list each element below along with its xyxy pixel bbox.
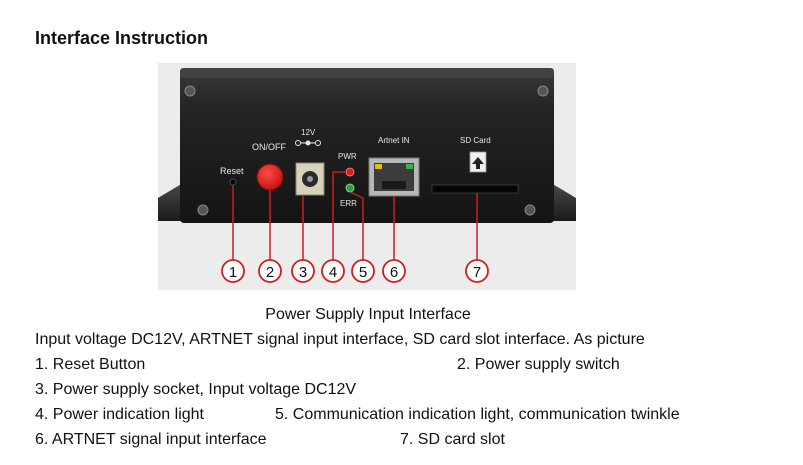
callout-3: 3 [291,259,315,283]
twelve-v-label: 12V [301,128,316,137]
svg-text:7: 7 [473,264,481,281]
svg-text:5: 5 [359,264,367,281]
mounting-foot-left [158,183,183,221]
on-off-label: ON/OFF [252,142,286,152]
list-item-6: 6. ARTNET signal input interface [35,431,267,448]
callout-6: 6 [382,259,406,283]
mounting-foot-right [551,183,576,221]
err-label: ERR [340,199,357,208]
callout-1: 1 [221,259,245,283]
callout-leader-lines [232,171,478,261]
list-item-2: 2. Power supply switch [457,356,620,373]
artnet-in-label: Artnet IN [378,136,410,145]
list-item-5: 5. Communication indication light, commu… [275,406,680,423]
device-illustration: Reset ON/OFF 12V PWR ERR Artnet IN SD Ca… [158,68,576,283]
device-panel [180,68,554,223]
svg-text:1: 1 [229,264,237,281]
page-title: Interface Instruction [35,28,209,48]
device-photo: Reset ON/OFF 12V PWR ERR Artnet IN SD Ca… [158,63,576,290]
pwr-label: PWR [338,152,357,161]
list-item-7: 7. SD card slot [400,431,505,448]
sd-card-label: SD Card [460,136,491,145]
list-item-4: 4. Power indication light [35,406,204,423]
list-item-3: 3. Power supply socket, Input voltage DC… [35,381,357,398]
svg-text:3: 3 [299,264,307,281]
svg-text:2: 2 [266,264,274,281]
figure-caption: Power Supply Input Interface [265,306,471,323]
reset-button[interactable] [229,178,237,186]
power-switch-button[interactable] [256,163,284,191]
screw-icon [184,85,549,216]
callout-4: 4 [321,259,345,283]
callout-7: 7 [465,259,489,283]
callout-5: 5 [351,259,375,283]
pwr-indicator-light [345,167,355,177]
description-text: Input voltage DC12V, ARTNET signal input… [35,331,645,348]
reset-label: Reset [220,166,244,176]
dc-polarity-icon [295,140,321,146]
sd-card-slot[interactable] [431,184,519,194]
err-indicator-light [345,183,355,193]
callout-2: 2 [258,259,282,283]
list-item-1: 1. Reset Button [35,356,146,373]
svg-text:4: 4 [329,264,337,281]
svg-text:6: 6 [390,264,398,281]
